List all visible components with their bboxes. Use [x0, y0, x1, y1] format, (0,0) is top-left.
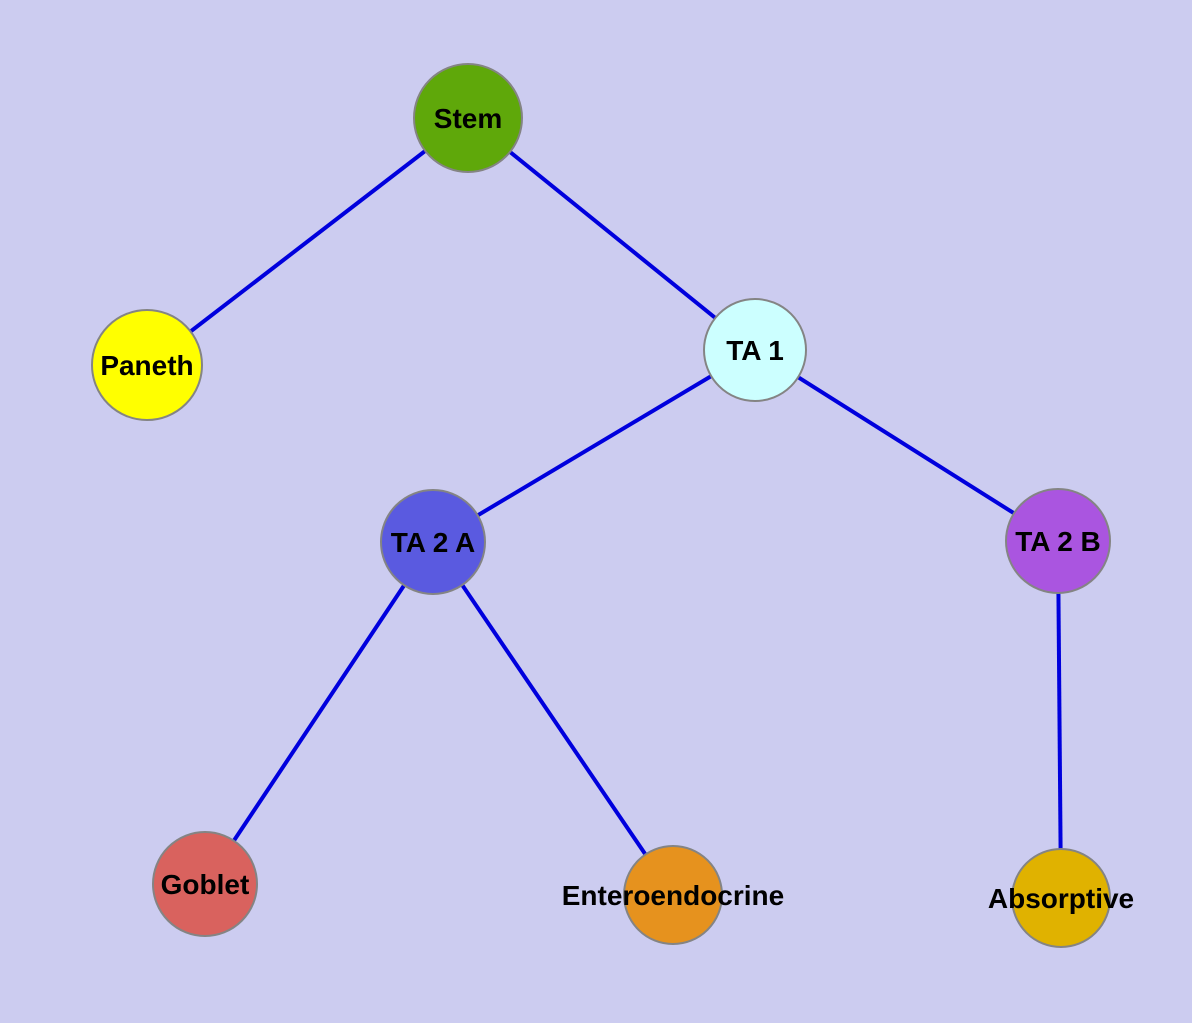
node-paneth[interactable]: Paneth [91, 309, 203, 421]
node-absorptive[interactable]: Absorptive [988, 848, 1134, 948]
node-circle-goblet[interactable] [152, 831, 258, 937]
node-circle-ta2b[interactable] [1005, 488, 1111, 594]
node-circle-enteroendocrine[interactable] [623, 845, 723, 945]
edge-stem-paneth [145, 116, 470, 367]
node-circle-stem[interactable] [413, 63, 523, 173]
node-circle-ta2a[interactable] [380, 489, 486, 595]
node-circle-ta1[interactable] [703, 298, 807, 402]
node-ta2a[interactable]: TA 2 A [380, 489, 486, 595]
edge-ta2a-goblet [203, 540, 435, 886]
node-ta2b[interactable]: TA 2 B [1005, 488, 1111, 594]
edge-stem-ta1 [466, 116, 757, 352]
edge-ta2a-enteroendocrine [431, 540, 675, 897]
node-circle-absorptive[interactable] [1011, 848, 1111, 948]
node-enteroendocrine[interactable]: Enteroendocrine [562, 845, 784, 945]
edge-ta1-ta2a [431, 348, 757, 544]
node-goblet[interactable]: Goblet [152, 831, 258, 937]
node-ta1[interactable]: TA 1 [703, 298, 807, 402]
edge-ta2b-absorptive [1056, 540, 1063, 899]
node-circle-paneth[interactable] [91, 309, 203, 421]
node-stem[interactable]: Stem [413, 63, 523, 173]
edge-ta1-ta2b [753, 348, 1060, 543]
